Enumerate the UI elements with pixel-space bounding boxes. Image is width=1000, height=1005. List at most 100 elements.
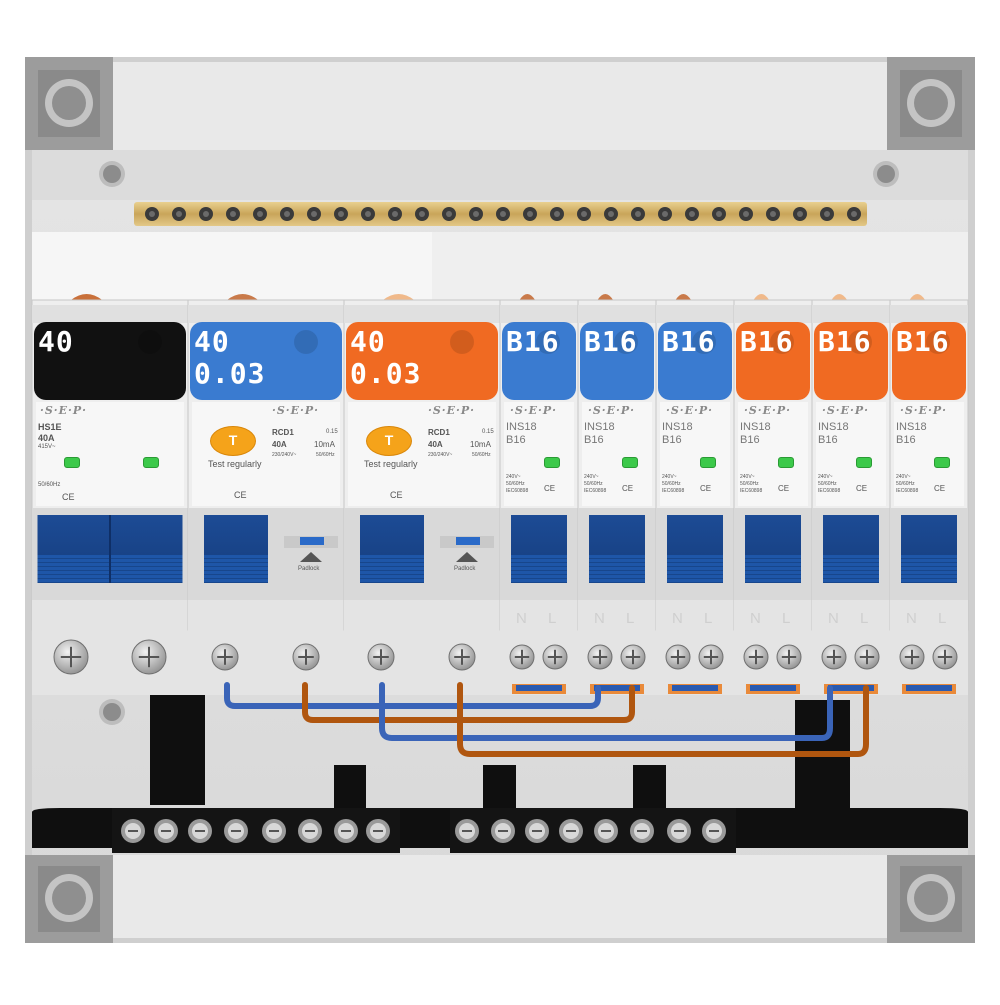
module-trip-current: 10mA <box>470 440 491 449</box>
module-mcb1 <box>499 294 579 695</box>
module-standard: IEC60898 <box>896 488 919 494</box>
module-frequency: 50/60Hz <box>584 481 603 487</box>
test-button-icon[interactable]: T <box>210 426 256 456</box>
status-led-icon <box>622 457 638 468</box>
circuit-label <box>892 322 966 400</box>
live-terminal-label: L <box>548 610 557 627</box>
top-cover-strip <box>112 62 888 150</box>
module-frequency: 50/60Hz <box>506 481 525 487</box>
ce-mark-icon: CE <box>934 484 946 493</box>
module-rcd2 <box>343 294 501 695</box>
status-led-icon <box>143 457 159 468</box>
live-terminal-label: L <box>626 610 635 627</box>
module-standard: IEC60898 <box>584 488 607 494</box>
busbar-rail <box>32 150 968 200</box>
neutral-terminal-label: N <box>672 610 683 627</box>
module-rating: B16 <box>818 434 838 446</box>
test-button-icon[interactable]: T <box>366 426 412 456</box>
module-voltage: 240V~ <box>740 474 755 480</box>
padlock-icon <box>300 552 322 562</box>
ce-mark-icon: CE <box>778 484 790 493</box>
live-terminal-label: L <box>860 610 869 627</box>
module-mcb3 <box>655 294 735 695</box>
corner-fixing-icon <box>25 855 113 943</box>
module-rating: B16 <box>506 434 526 446</box>
status-led-icon <box>778 457 794 468</box>
brand-logo: ·S·E·P· <box>428 404 475 417</box>
brand-logo: ·S·E·P· <box>744 404 791 417</box>
brand-logo: ·S·E·P· <box>588 404 635 417</box>
module-standard: IEC60898 <box>662 488 685 494</box>
module-frequency: 50/60Hz <box>662 481 681 487</box>
module-mcb5 <box>811 294 891 695</box>
neutral-bar-icon <box>32 695 968 853</box>
corner-fixing-icon <box>25 57 113 150</box>
brand-logo: ·S·E·P· <box>272 404 319 417</box>
module-model: INS18 <box>662 421 693 433</box>
brand-logo: ·S·E·P· <box>822 404 869 417</box>
neutral-terminal-label: N <box>594 610 605 627</box>
neutral-terminal-label: N <box>828 610 839 627</box>
corner-fixing-icon <box>887 57 975 150</box>
neutral-terminal-label: N <box>516 610 527 627</box>
circuit-rating-label: 40 <box>350 325 386 358</box>
ce-mark-icon: CE <box>234 490 247 500</box>
module-rating: B16 <box>740 434 760 446</box>
module-rating: 40A <box>428 440 443 449</box>
bottom-cover-strip <box>112 855 888 938</box>
test-button-key: T <box>228 432 238 448</box>
module-rating: 40A <box>38 433 55 443</box>
padlock-slider[interactable] <box>456 537 480 545</box>
status-led-icon <box>700 457 716 468</box>
circuit-rating-label: B16 <box>584 325 638 358</box>
module-rating: B16 <box>896 434 916 446</box>
module-voltage: 230/240V~ <box>272 452 297 458</box>
module-model: INS18 <box>896 421 927 433</box>
circuit-rating-label: B16 <box>896 325 950 358</box>
circuit-label <box>814 322 888 400</box>
status-led-icon <box>856 457 872 468</box>
padlock-slider[interactable] <box>300 537 324 545</box>
brand-logo: ·S·E·P· <box>666 404 713 417</box>
module-voltage: 240V~ <box>506 474 521 480</box>
ce-mark-icon: CE <box>62 492 75 502</box>
module-main-switch <box>31 294 189 695</box>
brand-logo: ·S·E·P· <box>510 404 557 417</box>
live-terminal-label: L <box>938 610 947 627</box>
module-mcb4 <box>733 294 813 695</box>
module-mcb6 <box>889 294 969 695</box>
top-trim-highlight <box>32 232 432 300</box>
module-frequency: 50/60Hz <box>316 452 335 458</box>
module-voltage: 240V~ <box>896 474 911 480</box>
circuit-label <box>346 322 498 400</box>
status-led-icon <box>544 457 560 468</box>
wiring <box>224 682 869 757</box>
module-rating: 40A <box>272 440 287 449</box>
module-model: INS18 <box>818 421 849 433</box>
circuit-rating-label: B16 <box>506 325 560 358</box>
test-button-key: T <box>384 432 394 448</box>
circuit-sensitivity-label: 0.03 <box>194 357 266 390</box>
module-trip-current: 10mA <box>314 440 335 449</box>
padlock-label: Padlock <box>454 566 476 572</box>
neutral-terminal-label: N <box>750 610 761 627</box>
module-voltage: 240V~ <box>662 474 677 480</box>
live-terminal-label: L <box>704 610 713 627</box>
circuit-label <box>34 322 186 400</box>
module-standard: IEC60898 <box>740 488 763 494</box>
module-voltage: 240V~ <box>818 474 833 480</box>
module-voltage: 240V~ <box>584 474 599 480</box>
module-frequency: 50/60Hz <box>740 481 759 487</box>
live-terminal-label: L <box>782 610 791 627</box>
module-model: INS18 <box>506 421 537 433</box>
circuit-label <box>658 322 732 400</box>
module-standard: IEC60898 <box>506 488 529 494</box>
circuit-label <box>736 322 810 400</box>
module-trip-time: 0.15 <box>482 429 494 435</box>
circuit-rating-label: 40 <box>38 325 74 358</box>
module-frequency: 50/60Hz <box>472 452 491 458</box>
module-model: RCD1 <box>428 428 450 437</box>
module-standard: IEC60898 <box>818 488 841 494</box>
